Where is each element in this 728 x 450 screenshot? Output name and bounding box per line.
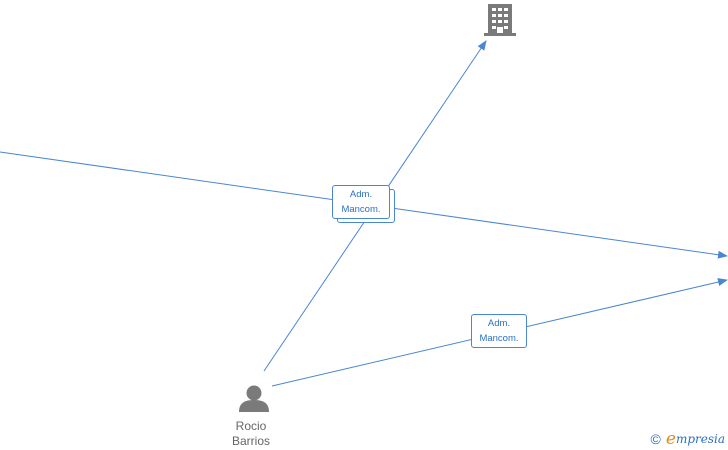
- copyright-symbol: ©: [650, 431, 661, 447]
- brand-logo-initial: e: [665, 429, 676, 449]
- person-last-name: Barrios: [231, 434, 270, 448]
- brand-logo-text: mpresia: [675, 432, 725, 446]
- person-first-name: Rocio: [235, 419, 267, 433]
- edge-label-line1: Adm.: [487, 318, 511, 329]
- empresia-watermark: ©empresia: [651, 429, 725, 449]
- edge-label-line2: Mancom.: [341, 204, 381, 215]
- edge-label-adm-mancom[interactable]: Adm. Mancom.: [332, 185, 390, 219]
- person-node-label[interactable]: Rocio Barrios: [211, 419, 291, 449]
- edge-label-adm-mancom-2[interactable]: Adm. Mancom.: [471, 314, 527, 348]
- edge-label-line1: Adm.: [349, 189, 373, 200]
- edge-label-line2: Mancom.: [479, 333, 519, 344]
- building-icon[interactable]: [484, 4, 516, 36]
- person-icon[interactable]: [239, 385, 269, 413]
